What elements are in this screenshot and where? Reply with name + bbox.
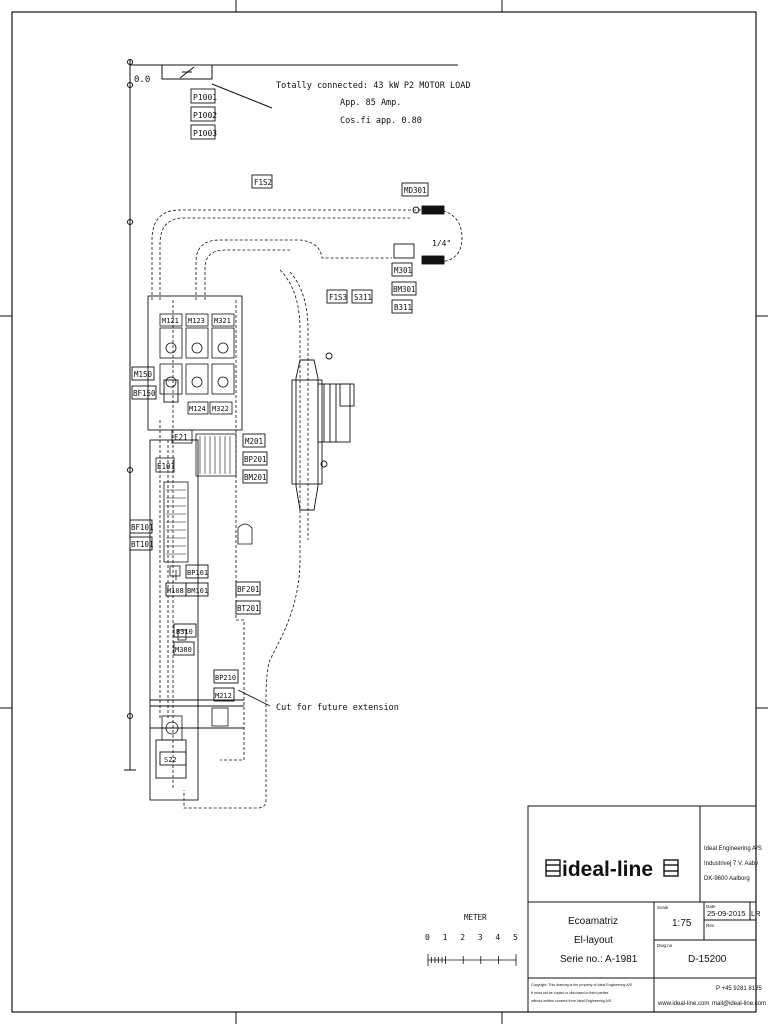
tag-b310: B310 (176, 628, 193, 636)
cable-routes (151, 209, 463, 809)
scale-tick-5: 5 (513, 933, 518, 942)
tag-e101: E101 (157, 462, 175, 471)
tag-m322: M322 (212, 405, 229, 413)
tag-bm101: BM101 (187, 587, 208, 595)
company-line3: DK-9600 Aalborg (704, 876, 750, 882)
load-note-line2: App. 85 Amp. (340, 98, 401, 108)
tag-m123: M123 (188, 317, 205, 325)
drawer-initials: LR (751, 909, 761, 918)
bus-label: 0.0 (134, 75, 150, 85)
left-tag-boxes (129, 366, 179, 551)
tag-f1s2: F1S2 (254, 178, 272, 187)
tag-bm201: BM201 (244, 473, 267, 482)
load-note-line3: Cos.fi app. 0.80 (340, 116, 422, 126)
tag-s22: S22 (164, 756, 177, 764)
future-extension-leader (237, 689, 271, 707)
tag-bt101: BT101 (131, 540, 154, 549)
dryer-unit (291, 352, 355, 511)
scale-tick-3: 3 (478, 933, 483, 942)
tag-m201: M201 (245, 437, 263, 446)
tag-bf201: BF201 (237, 585, 260, 594)
tag-m380: M380 (175, 646, 192, 654)
fineprint-1: Copyright: This drawing is the property … (531, 983, 633, 987)
company-logo: ideal-line (562, 858, 653, 881)
tag-bp101: BP101 (187, 569, 208, 577)
scale-title: METER (464, 913, 487, 922)
scale-tick-4: 4 (495, 933, 500, 942)
fineprint-3: without written consent from Ideal Engin… (531, 999, 612, 1003)
project-line3: Serie no.: A-1981 (560, 954, 638, 965)
tag-f1s3: F1S3 (329, 293, 347, 302)
project-line2: El-layout (574, 935, 613, 946)
tag-m212: M212 (215, 692, 232, 700)
tag-m150: M150 (134, 370, 153, 379)
tag-m321: M321 (214, 317, 231, 325)
scale-bar (427, 954, 517, 966)
scale-value: 1:75 (672, 918, 692, 929)
tag-m124: M124 (189, 405, 206, 413)
tag-m301: M301 (394, 266, 412, 275)
title-block (527, 805, 757, 1013)
future-extension-note: Cut for future extension (276, 703, 399, 713)
m201-tag-boxes (242, 433, 268, 484)
md301-unit (251, 174, 445, 314)
tag-e21: E21 (174, 433, 188, 442)
logo-mark-left (545, 859, 561, 877)
tag-bp201: BP201 (244, 455, 267, 464)
drawing-label: Dwg.no (657, 943, 673, 948)
tag-m108: M108 (167, 587, 184, 595)
feeder-3: P1003 (193, 129, 217, 138)
tag-bf101: BF101 (131, 523, 154, 532)
logo-mark-right (663, 859, 679, 877)
tag-bm301: BM301 (393, 285, 416, 294)
tag-b311: B311 (394, 303, 412, 312)
m108-tag-boxes (159, 564, 261, 766)
date-value: 25-09-2015 (707, 909, 745, 918)
scale-tick-0: 0 (425, 933, 430, 942)
drawing-number: D-15200 (688, 954, 727, 965)
rev-label: Rev (706, 923, 715, 928)
feeder-boxes (190, 88, 216, 140)
company-line1: Ideal Engineering A/S (704, 846, 762, 852)
motor-grid (159, 313, 235, 415)
supply-bus (124, 59, 458, 771)
screw-conveyor (155, 429, 237, 563)
tag-md301: MD301 (404, 186, 427, 195)
sheet-border (11, 11, 757, 1013)
conveyor-hatching (166, 436, 231, 555)
company-web: www.ideal-line.com (657, 1001, 709, 1007)
load-note-line1: Totally connected: 43 kW P2 MOTOR LOAD (276, 81, 470, 91)
tag-bf150: BF150 (133, 389, 156, 398)
tag-bp210: BP210 (215, 674, 236, 682)
tag-m121: M121 (162, 317, 179, 325)
scale-tick-2: 2 (460, 933, 465, 942)
feeder-1: P1001 (193, 93, 217, 102)
feeder-2: P1002 (193, 111, 217, 120)
small-equipment (161, 523, 253, 741)
scale-label: Scale (657, 905, 669, 910)
date-label: Date (706, 904, 716, 909)
tag-bt201: BT201 (237, 604, 260, 613)
fineprint-2: It must not be copied or disclosed to th… (531, 991, 609, 995)
project-line1: Ecoamatriz (568, 916, 618, 927)
company-email: mail@ideal-line.com (712, 1001, 766, 1007)
company-line2: Industrivej 7 V. Aaby (704, 861, 758, 867)
company-phone: P +45 9281 8125 (716, 986, 762, 992)
tag-s311: S311 (354, 293, 372, 302)
scale-tick-1: 1 (443, 933, 448, 942)
dimension-label: 1/4" (432, 239, 451, 248)
